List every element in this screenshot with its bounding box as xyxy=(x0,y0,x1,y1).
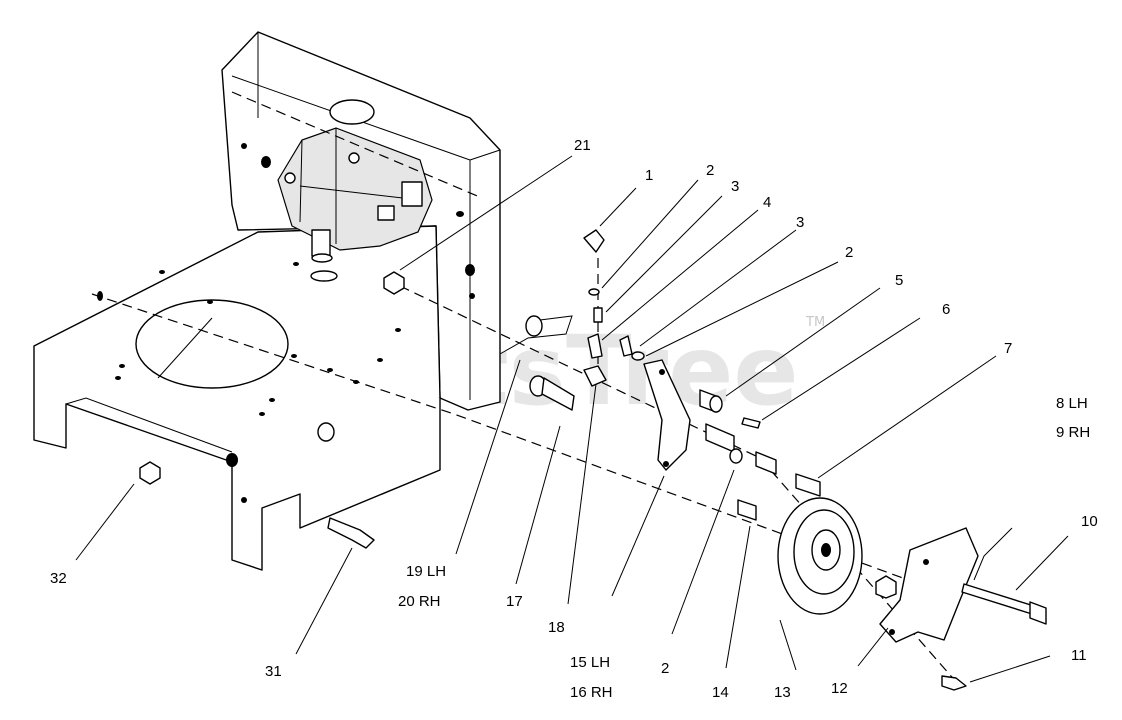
part-15-16-idler-arm xyxy=(643,359,691,471)
callout-16-rh: 16 RH xyxy=(570,684,613,701)
callout-12: 12 xyxy=(831,680,848,697)
callout-2-top: 2 xyxy=(706,162,714,179)
callout-4: 4 xyxy=(763,194,771,211)
callout-11: 11 xyxy=(1071,647,1087,664)
callout-19-lh: 19 LH xyxy=(406,563,446,580)
housing-top-opening xyxy=(329,99,375,125)
part-1-wing-nut xyxy=(583,229,605,253)
callout-10: 10 xyxy=(1081,513,1098,530)
part-21-nut xyxy=(383,271,405,295)
callout-8-lh: 8 LH xyxy=(1056,395,1088,412)
part-10-bolt xyxy=(961,583,1047,625)
part-3-spacer xyxy=(593,307,603,323)
chassis-frame xyxy=(33,31,501,571)
part-32-nut xyxy=(139,461,161,485)
base-pin xyxy=(317,422,335,442)
callout-9-rh: 9 RH xyxy=(1056,424,1090,441)
part-6-bolt xyxy=(741,417,761,429)
part-31-bolt xyxy=(327,517,375,549)
callout-15-lh: 15 LH xyxy=(570,654,610,671)
callout-1: 1 xyxy=(645,167,653,184)
callout-6: 6 xyxy=(942,301,950,318)
part-18-stud xyxy=(583,365,607,387)
part-13-idler-pulley xyxy=(777,497,863,615)
callout-17: 17 xyxy=(506,593,523,610)
part-11-bolt xyxy=(941,675,967,691)
part-12-nut xyxy=(875,575,897,599)
transmission-assembly xyxy=(277,127,433,282)
callout-13: 13 xyxy=(774,684,791,701)
part-17-bolt xyxy=(529,375,575,411)
base-plate-opening xyxy=(135,299,289,389)
part-4-pin xyxy=(587,333,603,359)
callout-labels: 21 1 2 3 4 3 2 5 6 7 8 LH 9 RH 10 11 12 … xyxy=(50,137,1098,701)
callout-7: 7 xyxy=(1004,340,1012,357)
callout-31: 31 xyxy=(265,663,282,680)
callout-2-lower: 2 xyxy=(661,660,669,677)
part-7-spacer xyxy=(795,473,821,497)
spacers xyxy=(699,389,821,521)
callout-20-rh: 20 RH xyxy=(398,593,441,610)
callout-5: 5 xyxy=(895,272,903,289)
part-2-washer xyxy=(588,288,600,296)
leader-lines xyxy=(75,155,1069,683)
part-19-20-spring xyxy=(499,315,573,355)
part-14-spacer xyxy=(737,499,757,521)
idler-hardware xyxy=(583,229,645,387)
watermark-trademark: TM xyxy=(805,315,825,330)
callout-3-lower: 3 xyxy=(796,214,804,231)
callout-2-upper: 2 xyxy=(845,244,853,261)
callout-14: 14 xyxy=(712,684,729,701)
callout-18: 18 xyxy=(548,619,565,636)
callout-3-upper: 3 xyxy=(731,178,739,195)
callout-32: 32 xyxy=(50,570,67,587)
callout-21: 21 xyxy=(574,137,591,154)
transmission-output xyxy=(311,229,331,257)
part-8-9-bracket xyxy=(879,527,979,643)
